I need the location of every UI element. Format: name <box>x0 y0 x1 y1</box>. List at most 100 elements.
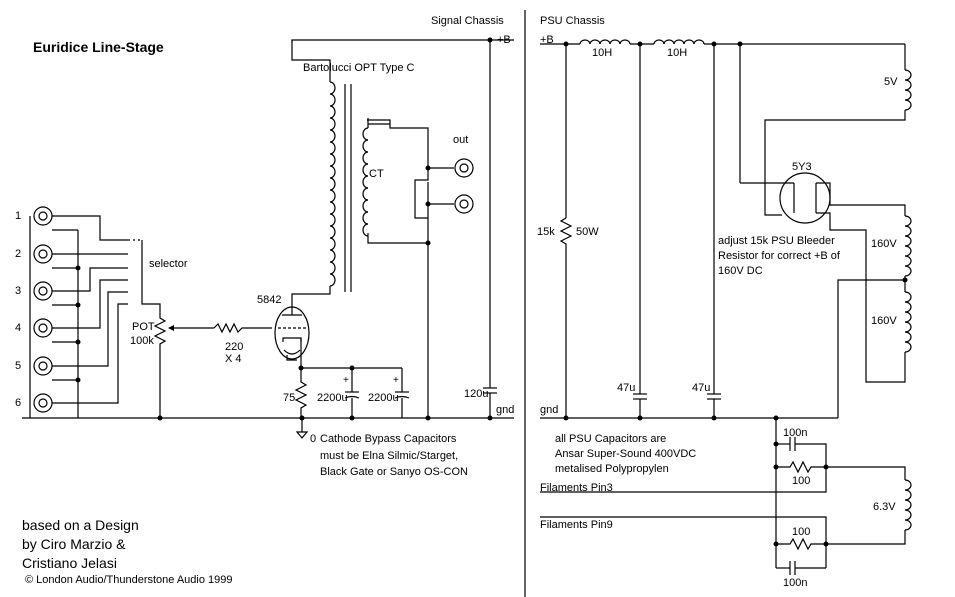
filaments-pin3-label: Filaments Pin3 <box>540 482 613 494</box>
heater-lead <box>286 355 297 361</box>
output-hot-wire <box>389 124 454 169</box>
rectifier-5y3 <box>779 172 831 224</box>
junction-dot <box>425 201 431 207</box>
psu-chassis-label: PSU Chassis <box>540 15 605 27</box>
input-3-signal <box>52 267 128 292</box>
winding-160v-b-label: 160V <box>871 315 897 327</box>
pot-wiper-arrow <box>168 325 174 331</box>
junction-dot <box>75 265 81 271</box>
ground-zero-label: 0 <box>310 433 316 445</box>
secondary-bottom-wire <box>367 233 428 244</box>
pot-value-label: 100k <box>130 335 154 347</box>
junction-dot <box>75 339 81 345</box>
input-jacks <box>33 206 53 413</box>
junction-dot <box>563 415 569 421</box>
input-jack-pin <box>38 398 48 408</box>
transformer-secondary-coil <box>362 127 369 237</box>
filament-pin9-wire <box>540 516 827 568</box>
cap-note-line-1: all PSU Capacitors are <box>555 433 666 445</box>
snubber-resistor-top <box>776 460 826 474</box>
output-jack-bottom-pin <box>459 199 469 209</box>
tube-cathode <box>282 337 302 342</box>
tube-heater <box>283 349 301 355</box>
ct-label: CT <box>369 168 384 180</box>
junction-dot <box>563 41 569 47</box>
input-1-signal <box>52 215 128 241</box>
winding-6v3 <box>904 479 912 531</box>
input-jack-pin <box>38 361 48 371</box>
input-jack-4 <box>33 318 53 338</box>
diagram-title: Euridice Line-Stage <box>33 39 164 55</box>
grid-resistor-count: X 4 <box>225 353 242 365</box>
psu-cap2-label: 47u <box>692 382 710 394</box>
filaments-pin9-label: Filaments Pin9 <box>540 519 613 531</box>
credit-line-1: based on a Design <box>22 517 139 533</box>
transformer-label: Bartolucci OPT Type C <box>303 62 415 74</box>
input-jack-pin <box>38 249 48 259</box>
junction-dot <box>75 302 81 308</box>
copyright-text: © London Audio/Thunderstone Audio 1999 <box>25 574 233 586</box>
pot-resistor <box>153 314 167 418</box>
cap1-plate-curved <box>344 395 360 399</box>
cap-note-line-3: metalised Polypropylen <box>555 463 669 475</box>
filament-winding-bottom-wire <box>826 530 906 545</box>
input-4-label: 4 <box>15 322 21 334</box>
input-jack-1 <box>33 206 53 226</box>
cathode-cap1-label: 2200u <box>317 392 348 404</box>
plate-winding-top-wire <box>816 182 906 216</box>
bleeder-resistor <box>559 217 573 418</box>
winding-160v-b <box>904 291 912 353</box>
input-jack-3 <box>33 281 53 301</box>
input-2-label: 2 <box>15 248 21 260</box>
tube-label: 5842 <box>257 294 281 306</box>
cap2-plate-curved <box>394 395 410 399</box>
adjust-note-line-1: adjust 15k PSU Bleeder <box>718 235 835 247</box>
input-3-label: 3 <box>15 285 21 297</box>
center-tap-wire <box>837 279 905 418</box>
snubber-res-top-label: 100 <box>792 475 810 487</box>
credit-line-3: Cristiano Jelasi <box>22 555 117 571</box>
cap-note-line-2: Ansar Super-Sound 400VDC <box>555 448 696 460</box>
rectifier-label: 5Y3 <box>792 161 812 173</box>
selector-label: selector <box>149 258 188 270</box>
bleeder-label: 15k <box>537 226 555 238</box>
snubber-cap-top-label: 100n <box>783 427 807 439</box>
secondary-top-wire <box>367 119 391 125</box>
transformer-primary-coil <box>329 81 336 287</box>
input-1-label: 1 <box>15 210 21 222</box>
junction-dot <box>773 464 779 470</box>
adjust-note-line-3: 160V DC <box>718 265 763 277</box>
junction-dot <box>425 165 431 171</box>
snubber-res-bottom-label: 100 <box>792 526 810 538</box>
input-jack-pin <box>38 211 48 221</box>
note-line-3: Black Gate or Sanyo OS-CON <box>320 466 468 478</box>
choke-2 <box>653 39 705 45</box>
junction-dot <box>823 541 829 547</box>
filament-winding-top-wire <box>826 466 906 480</box>
junction-dot <box>637 415 643 421</box>
junction-dot <box>425 240 431 246</box>
junction-dot <box>487 37 493 43</box>
note-line-2: must be Elna Silmic/Starget, <box>320 450 458 462</box>
junction-dot <box>487 415 493 421</box>
winding-160v-a-label: 160V <box>871 238 897 250</box>
transformer-primary-top-wire <box>291 40 331 82</box>
snubber-resistor-bottom <box>776 537 826 551</box>
cap2-plus: + <box>393 375 399 386</box>
output-ct-wire <box>414 168 429 219</box>
input-jack-6 <box>33 393 53 413</box>
snubber-cap-bottom-label: 100n <box>783 577 807 589</box>
choke1-label: 10H <box>592 47 612 59</box>
selector-output-wire <box>141 240 161 314</box>
choke2-label: 10H <box>667 47 687 59</box>
coupling-cap-label: 120u <box>464 388 488 400</box>
psu-bplus-label: +B <box>540 34 554 46</box>
pot-label: POT <box>132 321 155 333</box>
ground-symbol <box>295 431 309 439</box>
junction-dot <box>75 377 81 383</box>
junction-dot <box>773 441 779 447</box>
grid-resistor-value: 220 <box>225 341 243 353</box>
input-4-signal <box>52 279 128 329</box>
cathode-cap2-label: 2200u <box>368 392 399 404</box>
